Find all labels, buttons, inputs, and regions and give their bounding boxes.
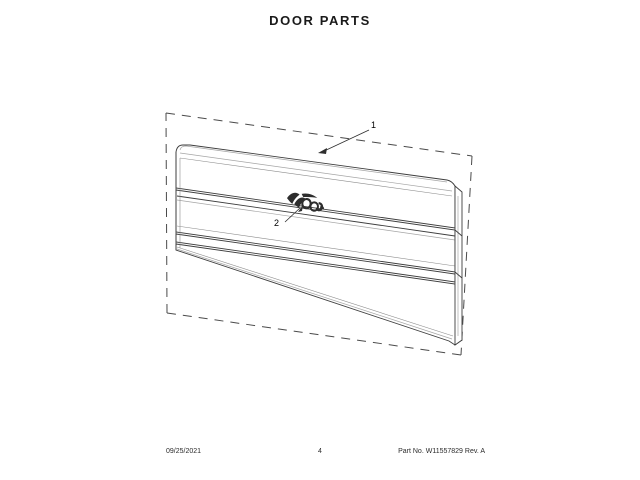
door-top-band-inner-line-2 (179, 157, 453, 197)
callout-1-arrowhead (318, 148, 327, 154)
door-panel-assembly (175, 144, 463, 346)
door-handle-bar-bottom (176, 199, 456, 241)
footer-part-number: Part No. W11557829 Rev. A (398, 448, 485, 455)
callout-1-leader-line (321, 129, 370, 153)
whirlpool-nameplate-badge (287, 192, 324, 212)
door-top-band-inner-line (179, 152, 453, 192)
door-bottom-flange-inner (176, 248, 453, 340)
door-bottom-flange-inner-2 (176, 246, 454, 337)
page-footer: 09/25/2021 4 Part No. W11557829 Rev. A (0, 448, 640, 462)
callout-number-2: 2 (274, 218, 280, 228)
callout-2-arrowhead (298, 205, 303, 212)
footer-page-number: 4 (318, 448, 322, 455)
door-right-side-depth (454, 185, 463, 346)
callout-leaders (284, 129, 370, 223)
door-handle-bar-top (176, 195, 456, 237)
door-middle-lower-line (176, 225, 456, 267)
page-title: DOOR PARTS (269, 13, 371, 28)
callout-frame-dashed (165, 112, 473, 356)
door-right-step-upper (454, 229, 463, 237)
callout-number-1: 1 (371, 120, 377, 130)
footer-date: 09/25/2021 (166, 448, 202, 455)
door-right-step-lower (454, 271, 463, 279)
door-top-corner-round (179, 145, 448, 183)
callout-2-leader-line (284, 207, 301, 223)
